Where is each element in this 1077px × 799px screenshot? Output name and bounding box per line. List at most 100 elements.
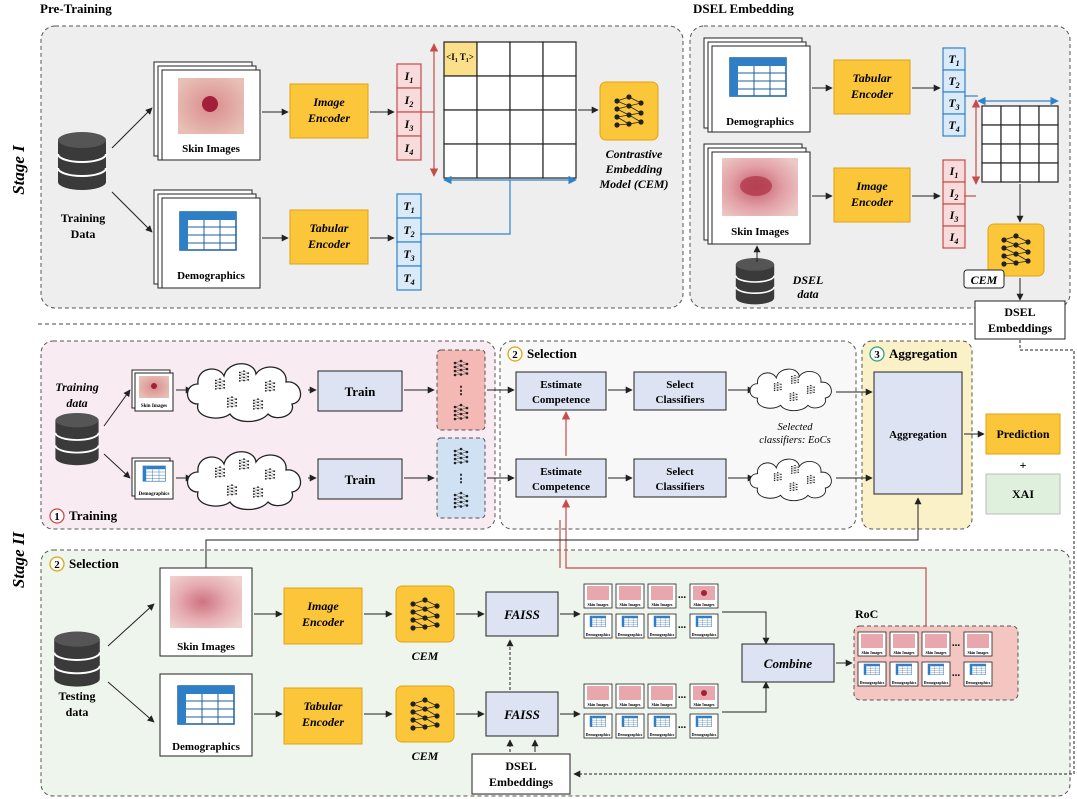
matrix-cell (1000, 124, 1021, 145)
image-encoder-dsel: Image Encoder (833, 167, 911, 223)
matrix-cell (509, 75, 544, 111)
svg-text:Skin Images: Skin Images (693, 702, 714, 707)
xai-label: XAI (1012, 487, 1034, 501)
svg-text:Demographics: Demographics (586, 632, 611, 637)
train-top-label: Train (345, 384, 377, 399)
dsel-tabular-encoder-line2: Encoder (850, 87, 893, 101)
tabular-encoder-line1: Tabular (310, 221, 349, 235)
matrix-cell (476, 109, 511, 145)
matrix-cell (542, 41, 577, 77)
test-image-encoder-line2: Encoder (301, 615, 344, 629)
matrix-cell (981, 143, 1002, 164)
matrix-cell (1038, 162, 1059, 183)
cem-test-bottom-label: CEM (412, 749, 439, 763)
svg-text:T3: T3 (403, 247, 414, 263)
image-encoder-line2: Encoder (307, 111, 350, 125)
tabular-encoder-pretrain: Tabular Encoder (289, 209, 369, 265)
matrix-cell (981, 124, 1002, 145)
dsel-embeddings-bottom-line1: DSEL (505, 759, 536, 773)
combine-label: Combine (764, 656, 813, 671)
skin-thumbnail: Skin Images (647, 683, 677, 709)
svg-text:Skin Images: Skin Images (651, 702, 672, 707)
svg-text:Demographics: Demographics (966, 680, 991, 685)
svg-text:Demographics: Demographics (692, 632, 717, 637)
skin-images-label-pretrain: Skin Images (182, 143, 240, 155)
svg-text:Demographics: Demographics (924, 680, 949, 685)
training-data-database-icon (57, 131, 107, 191)
svg-text:T4: T4 (403, 271, 414, 287)
skin-thumbnail: Skin Images (921, 631, 951, 657)
dsel-data-database-icon (734, 257, 776, 306)
demographics-thumbnail: Demographics (615, 713, 645, 739)
matrix-cell (1019, 162, 1040, 183)
matrix-cell (981, 105, 1002, 126)
demographics-box-test: Demographics (159, 673, 253, 757)
matrix-cell (1038, 105, 1059, 126)
svg-text:T1: T1 (948, 52, 959, 68)
selection-top-badge: 2 (512, 349, 518, 361)
training-data-label-line2: Data (71, 227, 96, 241)
cem-block-test-top (395, 585, 455, 643)
matrix-cell (1038, 124, 1059, 145)
xai-box: XAI (985, 473, 1061, 515)
eoc-cloud-top (749, 368, 832, 412)
matrix-cell (509, 143, 544, 179)
demographics-thumbnail: Demographics (647, 613, 677, 639)
matrix-cell (1019, 124, 1040, 145)
image-token-1: I1 (396, 63, 422, 89)
svg-text:I4: I4 (949, 230, 959, 246)
dsel-image-token-4: I4 (942, 225, 966, 249)
svg-text:Skin Images: Skin Images (893, 650, 914, 655)
matrix-cell (443, 109, 478, 145)
trained-pool-bottom: ⋮ (436, 437, 486, 519)
demographics-stack-pretrain: Demographics (153, 189, 261, 289)
demographics-thumbnail: Demographics (889, 661, 919, 687)
demographics-label-dsel: Demographics (726, 116, 795, 128)
dsel-embeddings-box-top: DSEL Embeddings (974, 300, 1066, 340)
demographics-thumbnail: Demographics (689, 613, 719, 639)
stage1-label: Stage I (9, 144, 28, 195)
svg-text:Skin Images: Skin Images (587, 602, 608, 607)
aggregation-block: Aggregation (873, 371, 963, 495)
matrix-cell (542, 109, 577, 145)
train-block-top: Train (317, 370, 403, 412)
dsel-embedding-title: DSEL Embedding (693, 1, 794, 16)
matrix-cell (542, 75, 577, 111)
svg-text:Demographics: Demographics (892, 680, 917, 685)
svg-text:Skin Images: Skin Images (967, 650, 988, 655)
matrix-cell (981, 162, 1002, 183)
dsel-text-token-3: T3 (942, 91, 966, 115)
skin-thumbnail: Skin Images (647, 583, 677, 609)
skin-images-stack-dsel: Skin Images (703, 143, 811, 245)
image-token-3: I3 (396, 111, 422, 137)
svg-text:T3: T3 (948, 96, 959, 112)
select-top-line2: Classifiers (656, 394, 706, 406)
matrix-cell (1038, 143, 1059, 164)
skin-thumbnail: Skin Images (889, 631, 919, 657)
matrix-cell (509, 109, 544, 145)
test-tabular-encoder-line2: Encoder (301, 715, 344, 729)
similarity-matrix-dsel (981, 105, 1059, 183)
matrix-cell (1019, 105, 1040, 126)
dsel-image-encoder-line2: Encoder (850, 195, 893, 209)
dsel-embeddings-box-bottom: DSEL Embeddings (471, 753, 571, 795)
svg-text:Skin Images: Skin Images (861, 650, 882, 655)
cem-block-test-bottom (395, 685, 455, 743)
svg-text:T2: T2 (948, 74, 959, 90)
demographics-thumbnail: Demographics (921, 661, 951, 687)
skin-thumbnail: Skin Images (857, 631, 887, 657)
matrix-cell (509, 41, 544, 77)
dsel-tabular-encoder-line1: Tabular (853, 71, 892, 85)
text-token-1: T1 (396, 193, 422, 219)
faiss-bottom-label: FAISS (503, 707, 540, 722)
tabular-encoder-dsel: Tabular Encoder (833, 59, 911, 115)
estimate-top-line1: Estimate (540, 379, 582, 391)
svg-text:Skin Images: Skin Images (693, 602, 714, 607)
dsel-text-token-1: T1 (942, 47, 966, 71)
svg-text:Demographics: Demographics (618, 632, 643, 637)
skin-thumbnail: Skin Images (689, 683, 719, 709)
